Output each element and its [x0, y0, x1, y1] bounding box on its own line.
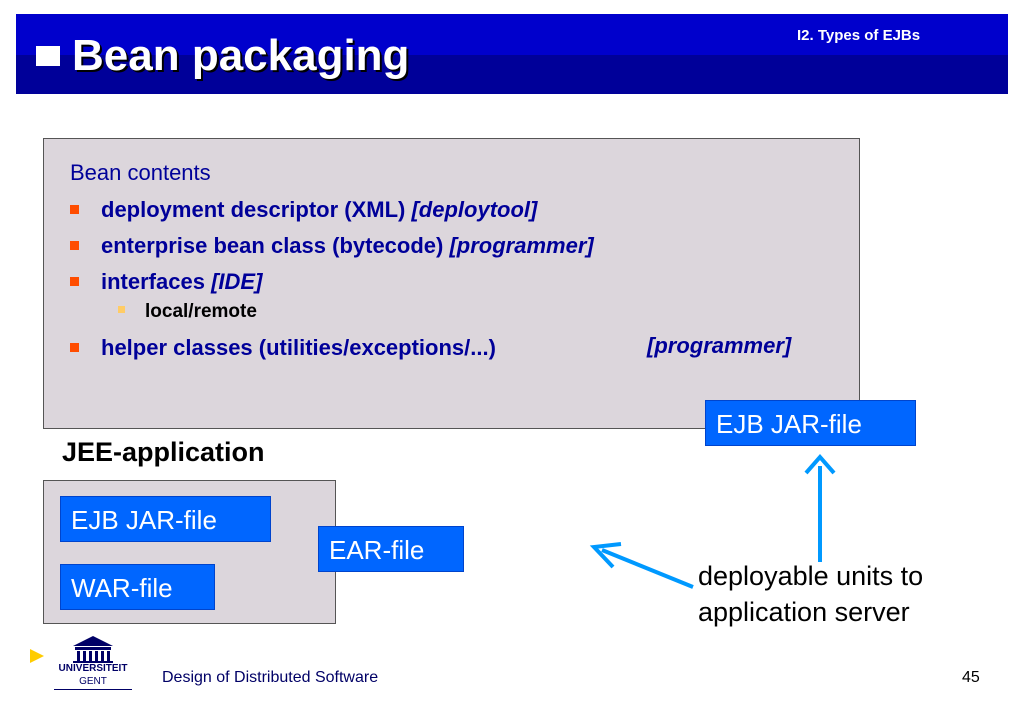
helper-classes-tag: [programmer] — [647, 333, 792, 358]
bullet-square-icon — [70, 342, 79, 352]
bean-contents-box — [43, 138, 860, 429]
bullet-square-icon — [70, 204, 79, 214]
war-file-box: WAR-file — [60, 564, 215, 610]
bullet-square-icon — [70, 276, 79, 286]
bullet-tag: [IDE] — [211, 269, 263, 294]
jee-application-label: JEE-application — [62, 437, 265, 467]
bullet-text: deployment descriptor (XML) — [101, 197, 412, 222]
sub-bullet-text: local/remote — [145, 301, 257, 322]
ejb-jar-file-inner: EJB JAR-file — [60, 496, 271, 542]
footer-arrow-icon — [30, 649, 44, 663]
bean-contents-heading: Bean contents — [70, 160, 211, 185]
logo-text-universiteit: UNIVERSITEIT — [58, 663, 128, 674]
bullet-tag: [deploytool] — [411, 197, 538, 222]
bullet-square-icon — [70, 240, 79, 250]
deploy-text-line2: application server — [698, 597, 910, 627]
ejb-jar-file-top: EJB JAR-file — [705, 400, 916, 446]
deployable-units-text: deployable units to application server — [698, 558, 923, 630]
title-bullet-icon — [36, 46, 60, 66]
arrow-left-line — [601, 548, 694, 589]
bullet-text: helper classes (utilities/exceptions/...… — [101, 335, 496, 360]
ear-file-box: EAR-file — [318, 526, 464, 572]
sub-bullet-local-remote: local/remote — [118, 301, 257, 323]
deploy-text-line1: deployable units to — [698, 561, 924, 591]
bullet-deployment-descriptor: deployment descriptor (XML) [deploytool] — [70, 197, 537, 223]
bullet-interfaces: interfaces [IDE] — [70, 269, 262, 295]
arrow-left-head — [589, 542, 622, 569]
arrow-up-head — [804, 453, 836, 475]
bullet-text: enterprise bean class (bytecode) — [101, 233, 450, 258]
section-label: I2. Types of EJBs — [797, 27, 921, 44]
footer-course-title: Design of Distributed Software — [162, 669, 379, 686]
bullet-enterprise-bean-class: enterprise bean class (bytecode) [progra… — [70, 233, 594, 259]
page-number: 45 — [962, 669, 980, 686]
header-top-band — [16, 14, 1008, 55]
bullet-text: interfaces — [101, 269, 212, 294]
ugent-logo — [54, 636, 132, 690]
bullet-tag: [programmer] — [449, 233, 594, 258]
slide-title: Bean packaging — [72, 31, 410, 80]
logo-text-gent: GENT — [79, 676, 107, 687]
bullet-helper-classes: helper classes (utilities/exceptions/...… — [70, 335, 496, 361]
sub-bullet-square-icon — [118, 306, 125, 314]
